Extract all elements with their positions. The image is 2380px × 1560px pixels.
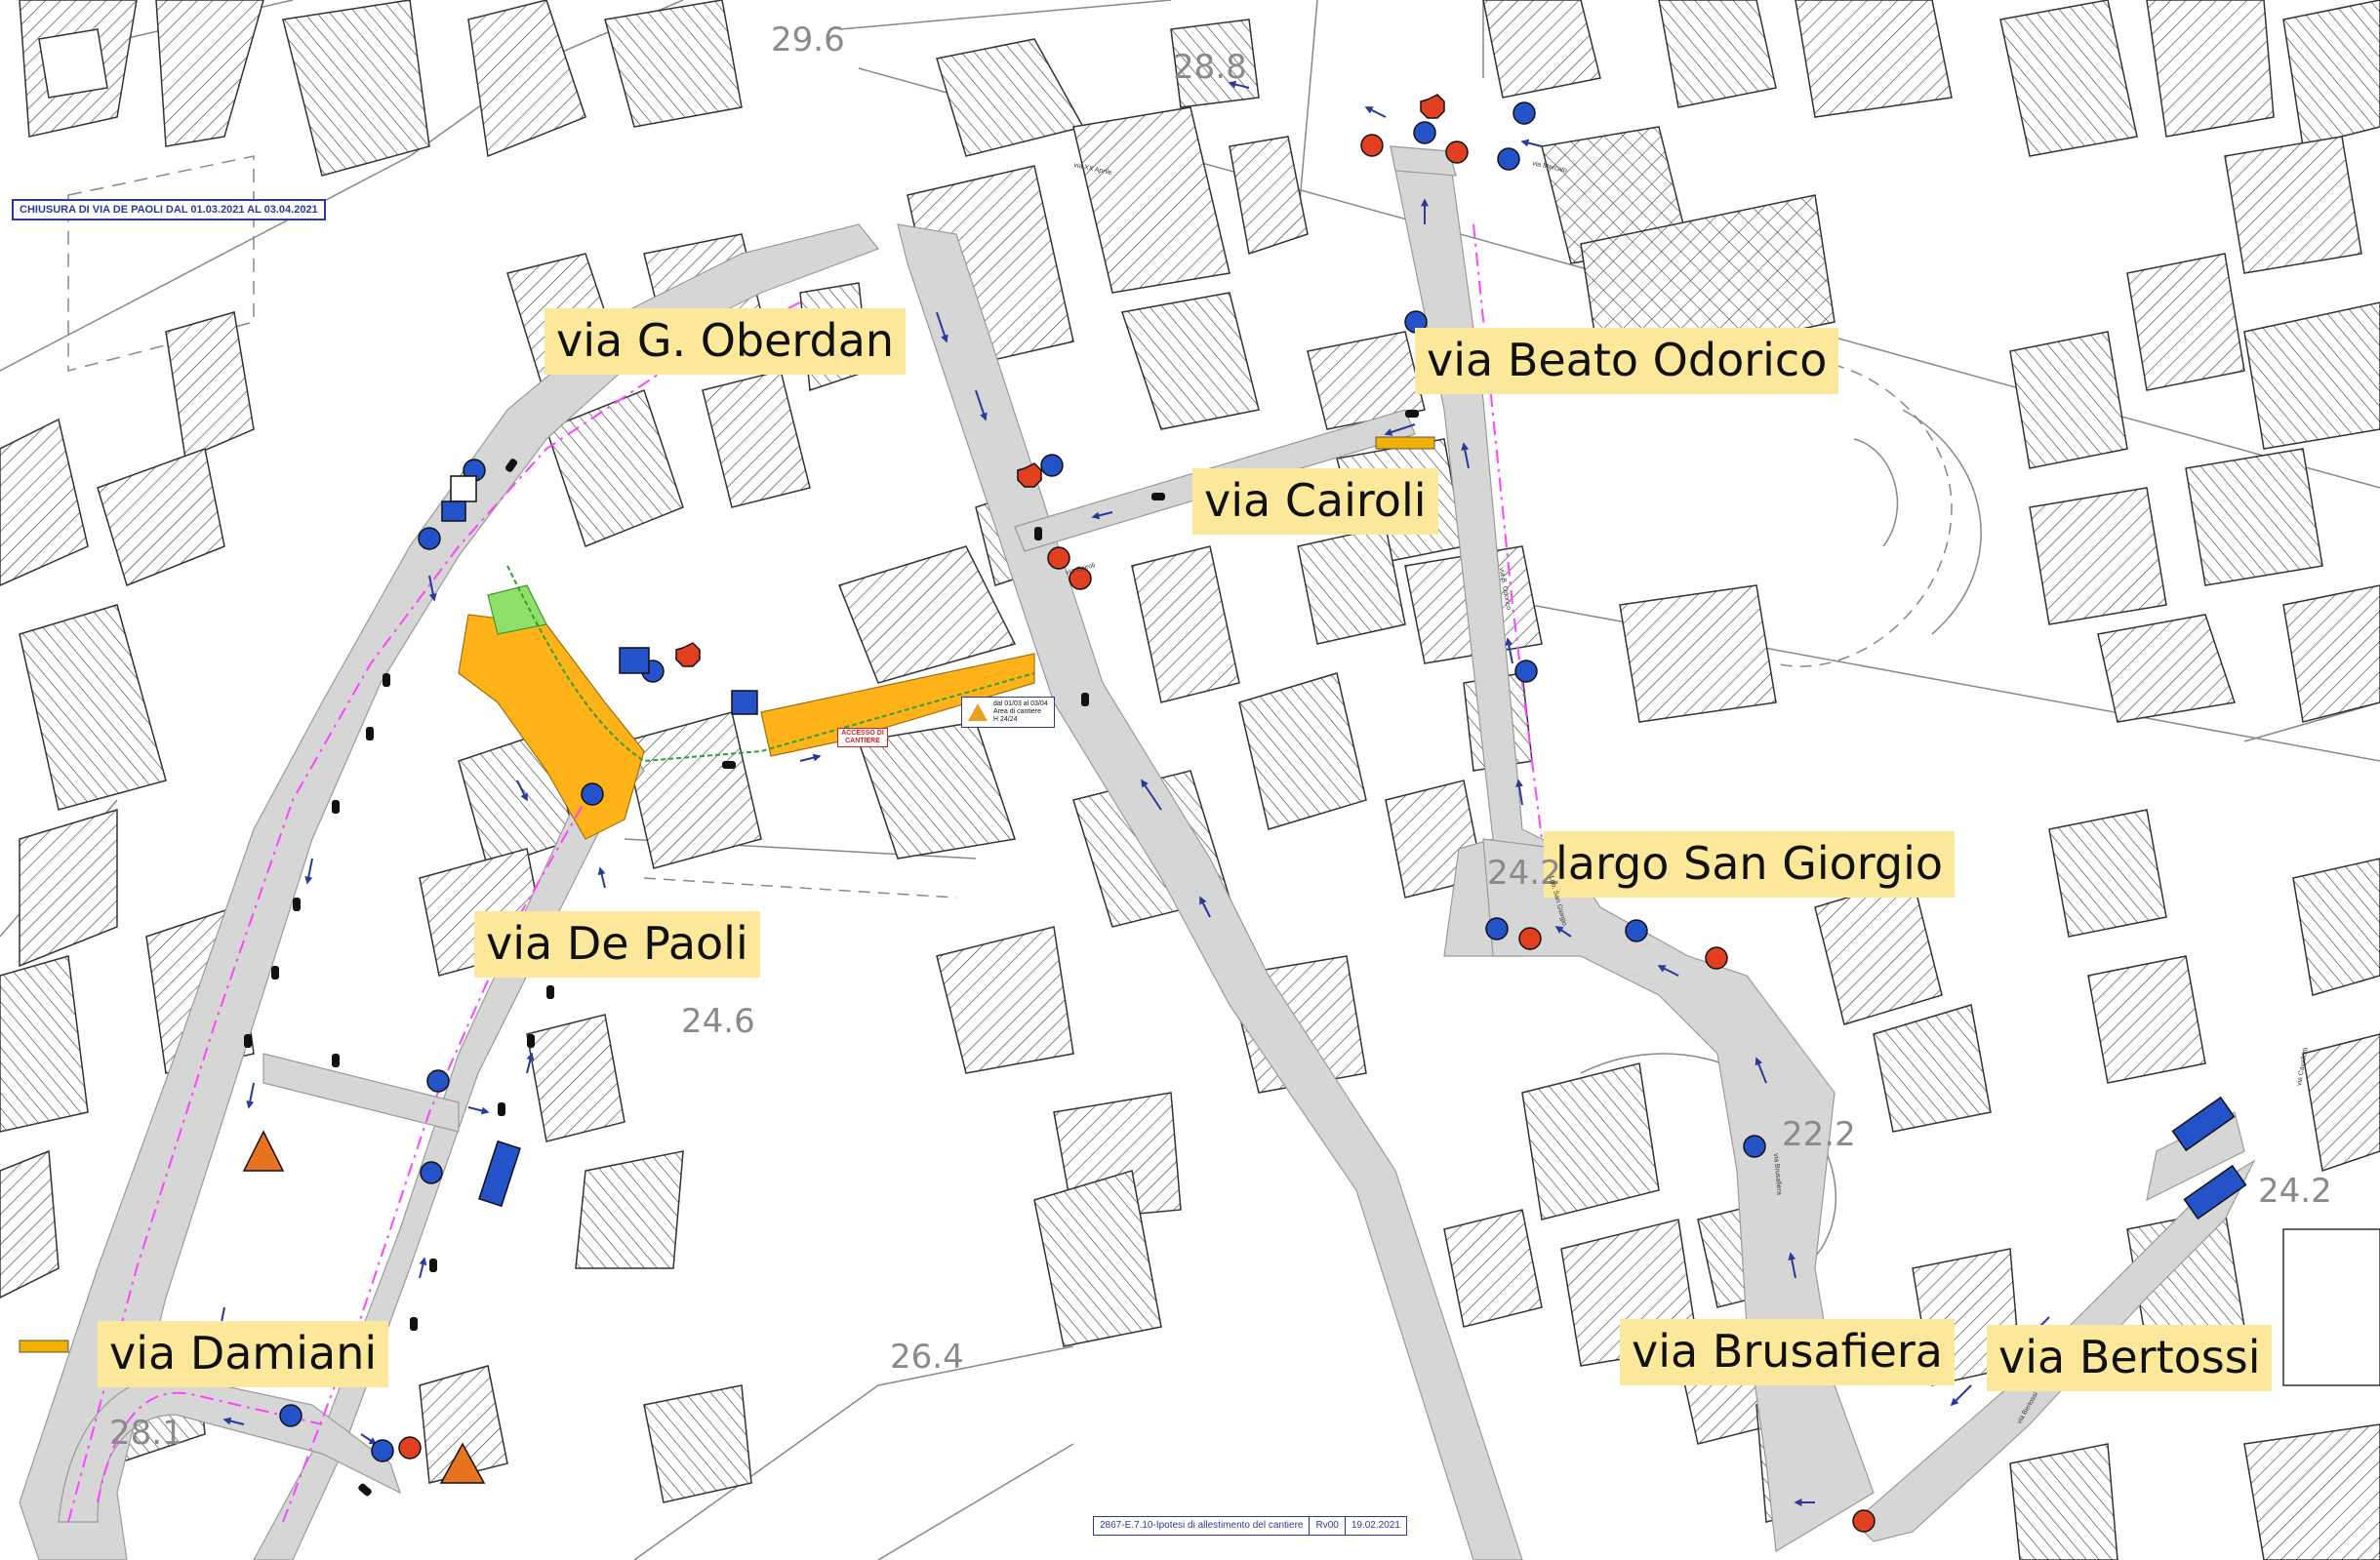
worksite-notice-hours: H 24/24 xyxy=(993,716,1018,723)
traffic-signs-blue xyxy=(279,101,1766,1462)
footer-code: 2867-E.7.10-Ipotesi di allestimento del … xyxy=(1094,1517,1311,1535)
worksite-notice-dates: dal 01/03 al 03/04 xyxy=(993,700,1048,707)
footer-revision: Rv00 xyxy=(1310,1517,1346,1535)
elevation-28-8: 28.8 xyxy=(1173,48,1247,87)
street-label-brusafiera: via Brusafiera xyxy=(1620,1319,1955,1385)
worksite-notice-area: Area di cantiere xyxy=(993,708,1042,715)
elevation-24-2-east: 24.2 xyxy=(2258,1172,2332,1211)
footer-date: 19.02.2021 xyxy=(1351,1520,1400,1531)
parked-cars xyxy=(244,410,1419,1497)
street-label-oberdan: via G. Oberdan xyxy=(545,308,907,375)
street-label-bertossi: via Bertossi xyxy=(1987,1325,2273,1391)
worksite-access-label: ACCESSO DI CANTIERE xyxy=(837,728,888,747)
elevation-24-2-center: 24.2 xyxy=(1487,854,1561,893)
map-title: CHIUSURA DI VIA DE PAOLI DAL 01.03.2021 … xyxy=(12,199,326,220)
street-label-beato-odorico: via Beato Odorico xyxy=(1415,328,1839,394)
street-label-damiani: via Damiani xyxy=(98,1321,389,1387)
worksite-area xyxy=(458,565,1035,840)
elevation-22-2: 22.2 xyxy=(1782,1115,1856,1154)
elevation-29-6: 29.6 xyxy=(771,20,845,60)
elevation-24-6: 24.6 xyxy=(681,1002,755,1041)
elevation-28-1: 28.1 xyxy=(109,1414,183,1453)
street-label-de-paoli: via De Paoli xyxy=(474,911,760,978)
drawing-footer: 2867-E.7.10-Ipotesi di allestimento del … xyxy=(1093,1516,1407,1536)
street-label-largo-san-giorgio: largo San Giorgio xyxy=(1544,831,1955,898)
elevation-26-4: 26.4 xyxy=(890,1338,964,1377)
worksite-notice: dal 01/03 al 03/04 Area di cantiere H 24… xyxy=(961,697,1055,728)
traffic-signs-red xyxy=(398,94,1876,1533)
street-label-cairoli: via Cairoli xyxy=(1192,468,1438,535)
warning-icon xyxy=(968,703,988,721)
